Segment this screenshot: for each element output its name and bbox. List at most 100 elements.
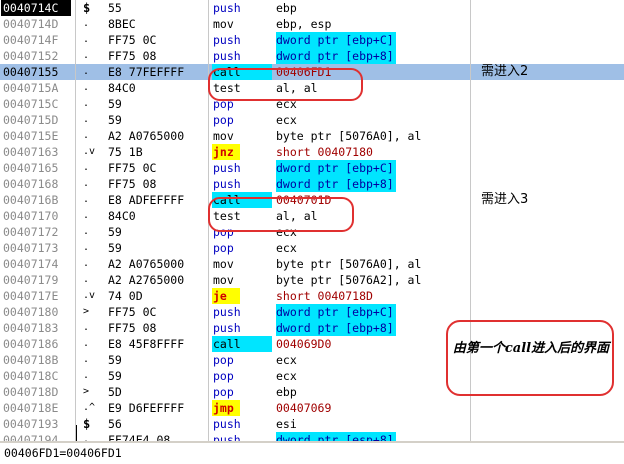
row-address: 00407168 xyxy=(3,177,59,191)
highlight-oval-call-1 xyxy=(208,68,363,101)
row-address: 00407180 xyxy=(3,305,59,319)
row-mnemonic: mov xyxy=(213,257,234,271)
row-hex-bytes: 59 xyxy=(108,225,122,239)
row-address: 00407155 xyxy=(3,65,59,79)
row-hex-bytes: E8 ADFEFFFF xyxy=(108,193,185,207)
row-address: 00407183 xyxy=(3,321,59,335)
row-flow-marker: . xyxy=(83,226,90,237)
row-flow-marker: . xyxy=(83,210,90,221)
row-operand: 004069D0 xyxy=(276,337,332,351)
row-mnemonic: pop xyxy=(213,113,234,127)
row-address: 0040714D xyxy=(3,17,59,31)
row-flow-marker: . xyxy=(83,434,90,441)
disasm-row[interactable]: 00407194. FF74E4 08 push dword ptr [esp+8] xyxy=(0,432,624,441)
row-address: 00407174 xyxy=(3,257,59,271)
row-flow-marker: . xyxy=(83,194,90,205)
highlight-oval-call-2 xyxy=(208,197,354,232)
row-hex-bytes: 75 1B xyxy=(108,145,143,159)
row-hex-bytes: FF74E4 08 xyxy=(108,433,171,441)
row-flow-marker: > xyxy=(83,306,90,317)
row-operand: dword ptr [ebp+C] xyxy=(276,160,396,176)
row-flow-marker: > xyxy=(83,386,90,397)
row-hex-bytes: A2 A0765000 xyxy=(108,257,185,271)
row-hex-bytes: 55 xyxy=(108,1,122,15)
column-divider-disasm xyxy=(470,0,471,441)
row-flow-marker: . xyxy=(83,114,90,125)
row-hex-bytes: FF75 0C xyxy=(108,305,157,319)
row-flow-marker: .v xyxy=(83,290,96,301)
row-flow-marker: .v xyxy=(83,146,96,157)
row-operand: byte ptr [5076A2], al xyxy=(276,273,422,287)
row-address: 0040718B xyxy=(3,353,59,367)
row-flow-marker: . xyxy=(83,18,90,29)
row-mnemonic: pop xyxy=(213,385,234,399)
row-operand: ecx xyxy=(276,225,297,239)
row-hex-bytes: FF75 0C xyxy=(108,33,157,47)
row-operand: dword ptr [ebp+8] xyxy=(276,48,396,64)
row-mnemonic: pop xyxy=(213,353,234,367)
row-mnemonic: push xyxy=(213,321,241,335)
row-operand: al, al xyxy=(276,81,318,95)
row-flow-marker: . xyxy=(83,130,90,141)
row-address: 0040718C xyxy=(3,369,59,383)
row-operand: esi xyxy=(276,417,297,431)
row-operand: short 0040718D xyxy=(276,289,373,303)
row-flow-marker: . xyxy=(83,242,90,253)
row-flow-marker: . xyxy=(83,370,90,381)
row-mnemonic: test xyxy=(213,209,241,223)
row-mnemonic: mov xyxy=(213,273,234,287)
row-address: 00407172 xyxy=(3,225,59,239)
row-address: 00407179 xyxy=(3,273,59,287)
row-flow-marker: . xyxy=(83,98,90,109)
row-operand: short 00407180 xyxy=(276,145,373,159)
row-mnemonic: push xyxy=(213,433,241,441)
row-operand: ecx xyxy=(276,353,297,367)
row-hex-bytes: E8 77FEFFFF xyxy=(108,65,185,79)
row-mnemonic: je xyxy=(212,288,240,304)
row-hex-bytes: FF75 08 xyxy=(108,177,157,191)
row-operand: dword ptr [esp+8] xyxy=(276,432,396,441)
row-address: 0040715A xyxy=(3,81,59,95)
row-hex-bytes: 59 xyxy=(108,113,122,127)
row-hex-bytes: FF75 0C xyxy=(108,161,157,175)
row-hex-bytes: FF75 08 xyxy=(108,321,157,335)
row-comment: 需进入2 xyxy=(481,64,529,79)
row-hex-bytes: A2 A0765000 xyxy=(108,129,185,143)
row-flow-marker: $ xyxy=(83,1,91,15)
row-operand: ebp, esp xyxy=(276,17,332,31)
row-mnemonic: push xyxy=(213,1,241,15)
row-mnemonic: pop xyxy=(213,369,234,383)
row-address: 00407194 xyxy=(3,433,59,441)
row-hex-bytes: 56 xyxy=(108,417,122,431)
row-operand: al, al xyxy=(276,209,318,223)
row-operand: dword ptr [ebp+C] xyxy=(276,304,396,320)
row-mnemonic: push xyxy=(213,177,241,191)
row-address: 0040717E xyxy=(3,289,59,303)
row-address: 00407163 xyxy=(3,145,59,159)
row-flow-marker: . xyxy=(83,66,90,77)
